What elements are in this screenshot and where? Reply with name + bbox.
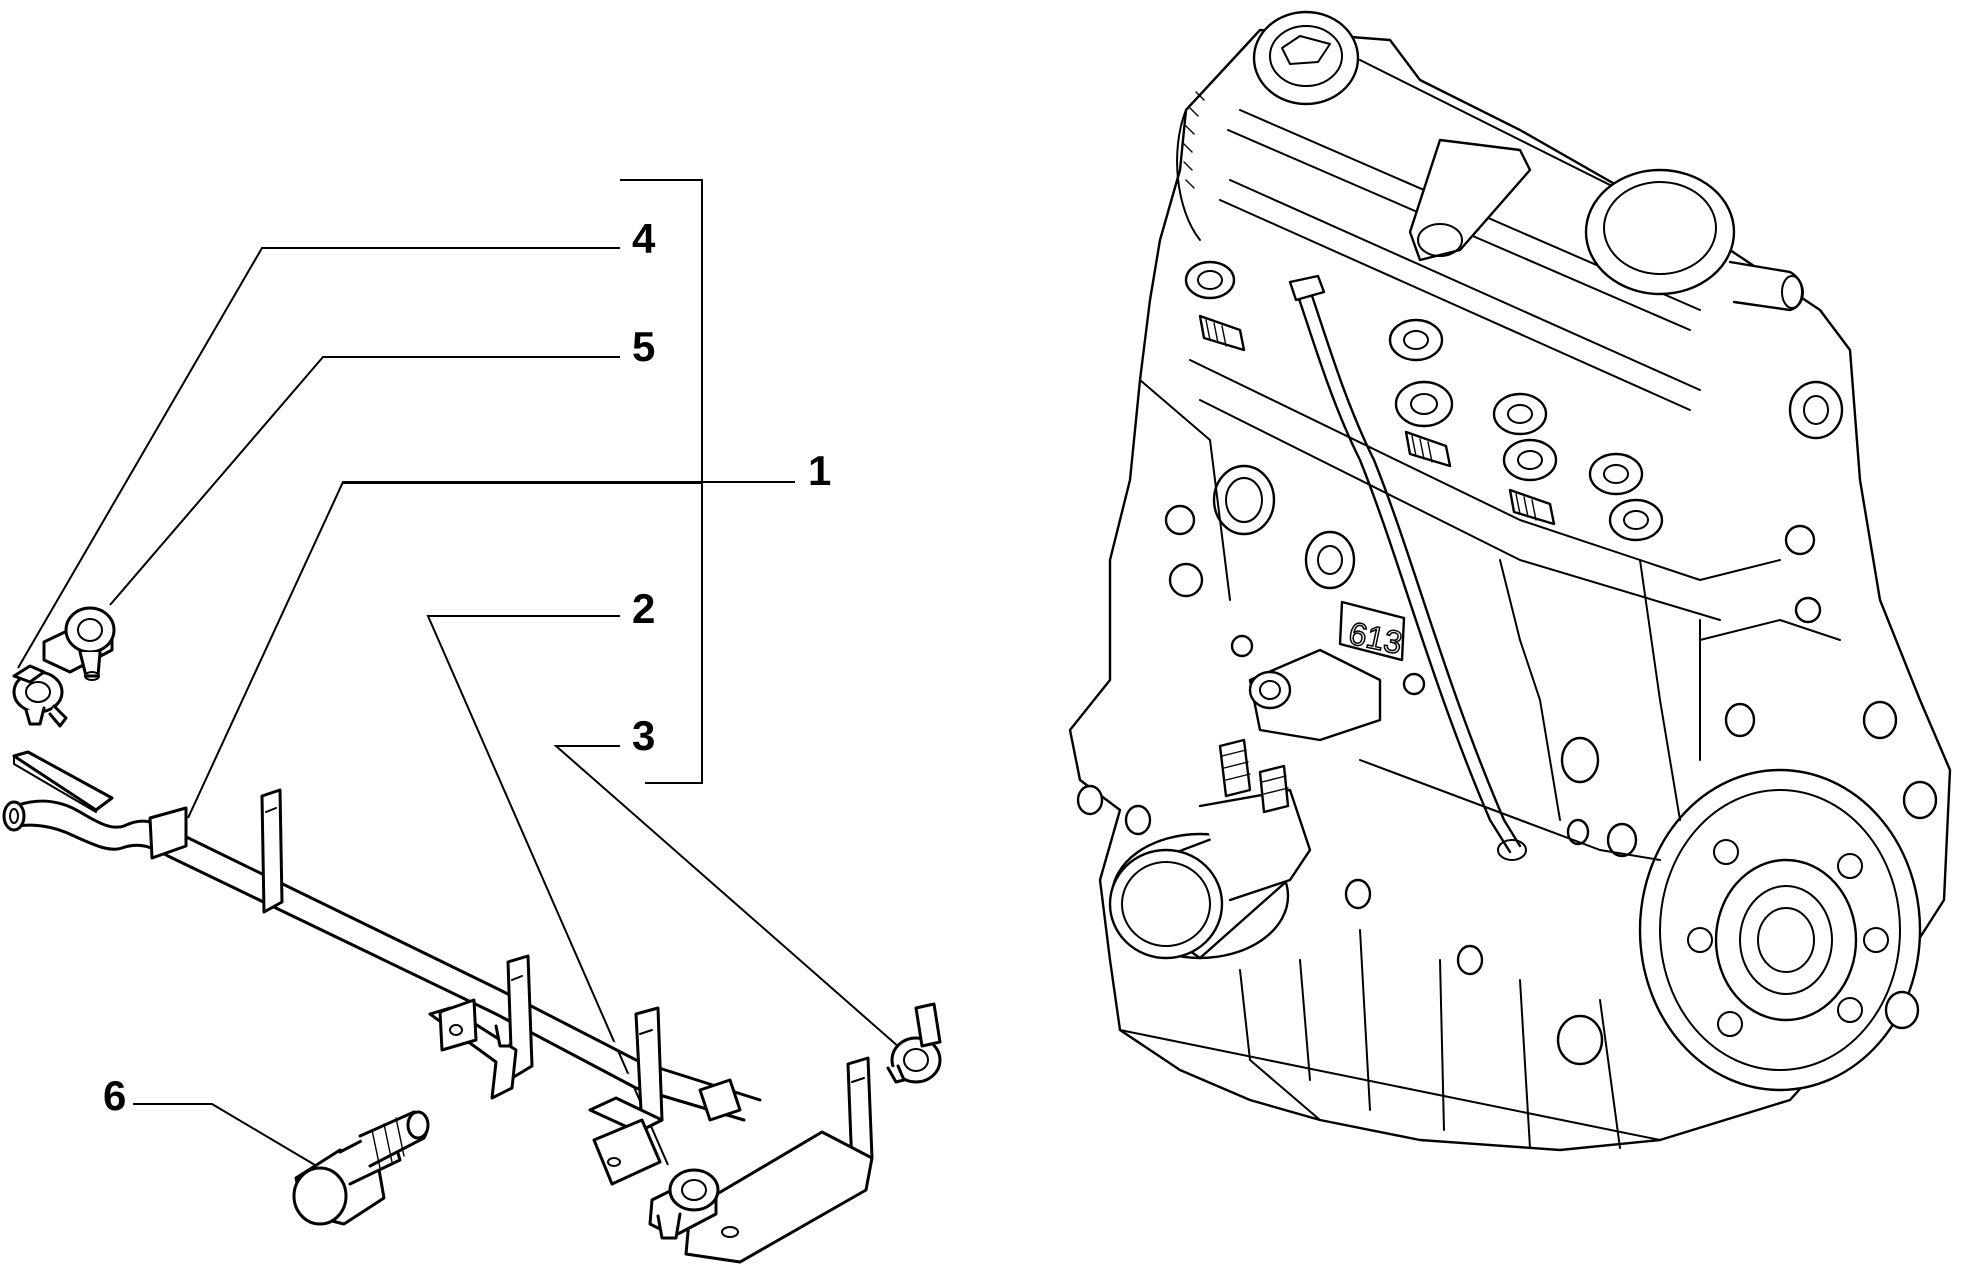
bolt-part-6[interactable] xyxy=(292,1110,430,1226)
callout-2-leader xyxy=(426,615,669,1166)
callout-1-number: 1 xyxy=(808,447,831,494)
callout-4-leader xyxy=(17,247,620,669)
clip-part-2[interactable] xyxy=(648,1168,720,1240)
flywheel xyxy=(1638,768,1922,1092)
oil-filter xyxy=(1108,738,1312,960)
injector-ports xyxy=(1184,260,1664,542)
callout-3[interactable]: 3 xyxy=(553,712,909,1056)
callout-3-leader xyxy=(553,745,909,1056)
callout-3-number: 3 xyxy=(632,712,655,759)
callout-5-leader xyxy=(109,356,620,606)
callout-1[interactable]: 1 xyxy=(187,447,831,819)
callout-2-number: 2 xyxy=(632,585,655,632)
callout-5[interactable]: 5 xyxy=(109,323,655,606)
callout-1-leader xyxy=(187,481,795,819)
engine-block-illustration: 613 xyxy=(1068,10,1952,1152)
callout-2[interactable]: 2 xyxy=(426,585,669,1166)
callout-4[interactable]: 4 xyxy=(17,215,656,669)
fuel-pipe-part-1[interactable] xyxy=(2,750,874,1264)
callout-4-number: 4 xyxy=(632,215,656,262)
clip-part-5[interactable] xyxy=(42,606,116,681)
clip-part-3[interactable] xyxy=(886,1002,942,1084)
callout-5-number: 5 xyxy=(632,323,655,370)
callout-6[interactable]: 6 xyxy=(103,1072,321,1169)
callout-6-leader xyxy=(133,1103,321,1169)
clip-part-4[interactable] xyxy=(12,664,68,728)
callout-6-number: 6 xyxy=(103,1072,126,1119)
